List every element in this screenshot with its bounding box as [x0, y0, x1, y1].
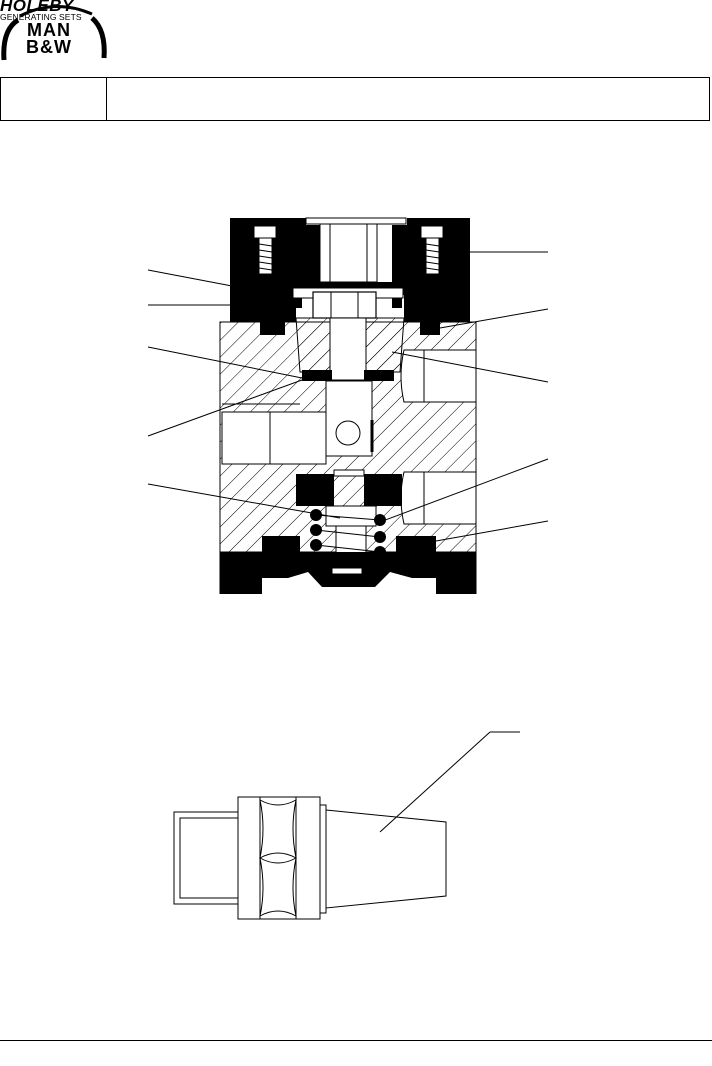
valve-cross-section [219, 217, 477, 594]
hex-nut [312, 291, 377, 319]
stem-upper [329, 317, 367, 381]
company-logo: HOLEBY GENERATING SETS MAN B&W [0, 0, 110, 62]
fitting-hex-nut [237, 796, 321, 920]
fitting-thread-end [173, 811, 239, 905]
footer-rule [0, 1040, 712, 1041]
top-cover [230, 218, 470, 335]
top-plug [319, 219, 378, 283]
logo-brand-holeby: HOLEBY [0, 0, 74, 15]
lower-seat-right [364, 474, 402, 506]
left-port [221, 411, 327, 465]
logo-bw: B&W [26, 37, 72, 57]
seal-right [364, 370, 394, 381]
seal-left [302, 370, 332, 381]
header-divider [106, 78, 107, 120]
logo-arc-graphic [1, 4, 107, 61]
cross-bore [335, 420, 361, 446]
fitting-sleeve [325, 809, 447, 909]
right-lower-port [400, 471, 477, 525]
connector-fitting [173, 796, 447, 920]
right-upper-port [400, 349, 477, 403]
left-screw [253, 225, 277, 275]
logo-tagline: GENERATING SETS [0, 12, 82, 22]
top-plug-flange [305, 217, 407, 225]
logo-man: MAN [27, 20, 71, 40]
fitting-leader-line [379, 731, 520, 833]
lower-seat-left [296, 474, 334, 506]
right-screw [420, 225, 444, 275]
leader-lines-left [147, 269, 341, 519]
document-header-table [0, 77, 710, 121]
leader-lines-right [379, 251, 549, 542]
